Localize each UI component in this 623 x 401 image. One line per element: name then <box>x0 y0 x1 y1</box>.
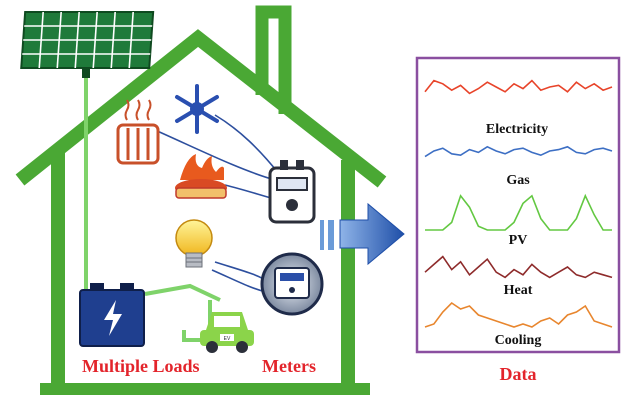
series-line-electricity <box>424 79 613 95</box>
series-label-pv: PV <box>509 233 528 248</box>
chimney <box>255 5 292 114</box>
ev-badge: EV <box>224 336 231 342</box>
radiator-icon <box>116 99 160 165</box>
lightbulb-icon <box>175 219 213 268</box>
series-line-gas <box>424 145 613 158</box>
time-series-plots <box>424 79 613 328</box>
data-label: Data <box>500 364 537 384</box>
electricity-meter-icon <box>260 252 324 316</box>
house-floor <box>40 383 370 395</box>
series-line-pv <box>425 193 612 231</box>
loads-label: Multiple Loads <box>82 356 200 376</box>
series-label-cooling: Cooling <box>495 333 542 348</box>
right-arrow-icon <box>320 202 405 266</box>
series-label-heat: Heat <box>504 283 533 298</box>
gas-flame-icon <box>175 154 227 199</box>
meters-label: Meters <box>262 356 316 376</box>
series-line-heat <box>424 255 613 279</box>
battery-icon <box>79 283 145 347</box>
house-outline <box>15 29 387 388</box>
gas-meter-icon <box>268 160 316 224</box>
solar-panel-icon <box>20 11 155 78</box>
series-label-gas: Gas <box>506 173 530 188</box>
snowflake-icon <box>175 84 219 134</box>
electric-car-icon: EV <box>200 312 254 353</box>
blue-wires <box>154 114 281 293</box>
series-line-cooling <box>424 301 613 328</box>
series-label-electricity: Electricity <box>486 122 548 137</box>
